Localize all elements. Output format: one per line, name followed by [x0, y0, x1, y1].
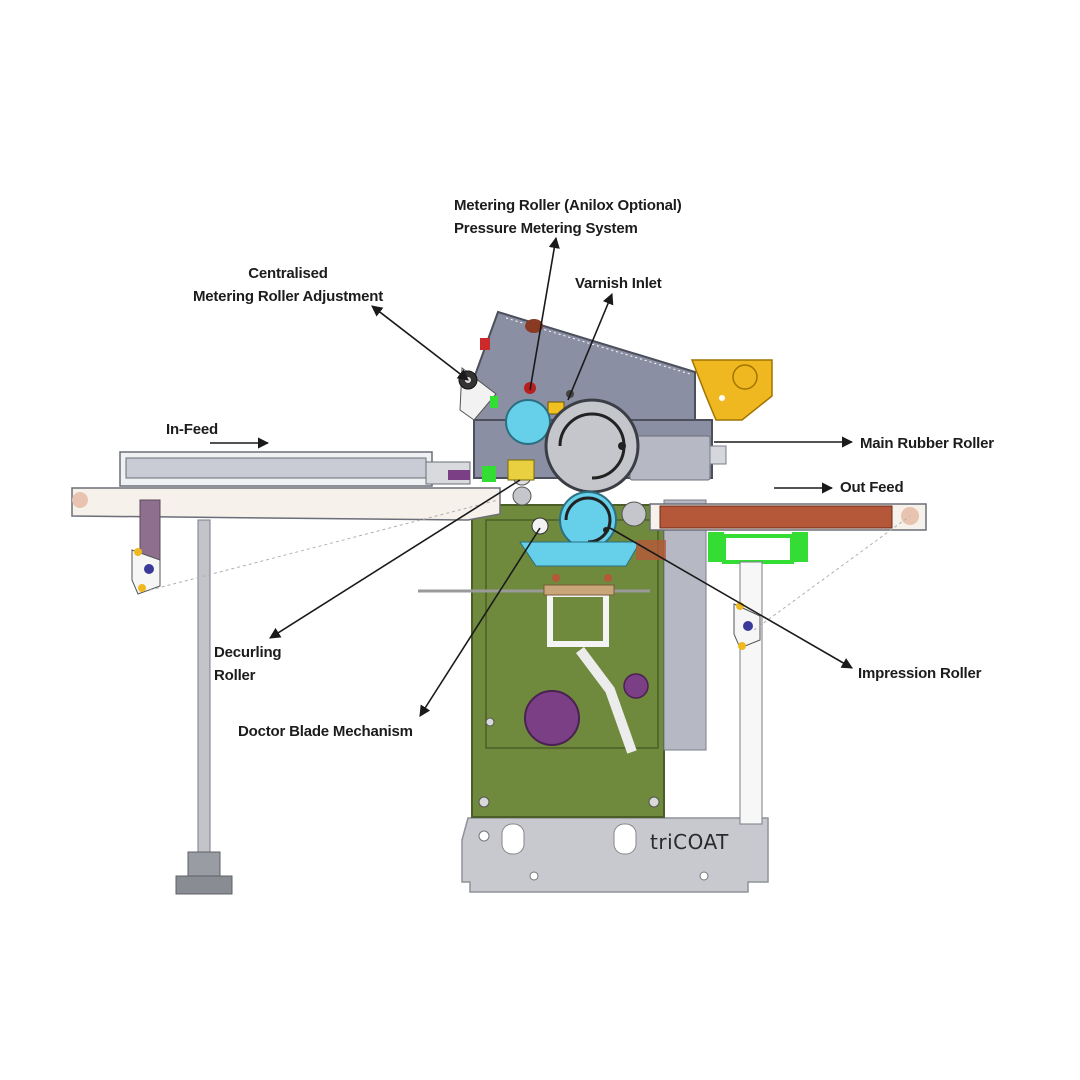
in-feed-text: In-Feed	[166, 421, 218, 438]
metering-roller-text: Metering Roller (Anilox Optional)	[454, 197, 682, 214]
label-main-rubber-roller: Main Rubber Roller	[860, 432, 994, 455]
out-feed-table	[649, 503, 927, 825]
impression-roller-text: Impression Roller	[858, 665, 982, 682]
centralised-line2: Metering Roller Adjustment	[192, 288, 384, 305]
arrow-centralised	[371, 305, 469, 381]
annotation-arrows	[210, 236, 854, 717]
label-centralised: Centralised Metering Roller Adjustment	[168, 262, 408, 308]
label-in-feed: In-Feed	[166, 418, 218, 441]
centralised-line1: Centralised	[248, 265, 328, 282]
doctor-blade-text: Doctor Blade Mechanism	[238, 723, 413, 740]
arrow-metering-roller	[529, 236, 560, 391]
rollers	[505, 382, 666, 567]
label-impression-roller: Impression Roller	[858, 662, 982, 685]
decurling-line2: Roller	[214, 667, 256, 684]
decurling-line1: Decurling	[214, 644, 282, 661]
label-metering-roller: Metering Roller (Anilox Optional) Pressu…	[454, 194, 682, 240]
main-rubber-roller-text: Main Rubber Roller	[860, 435, 994, 452]
in-feed-table	[71, 451, 501, 895]
label-varnish-inlet: Varnish Inlet	[575, 272, 662, 295]
label-decurling-roller: Decurling Roller	[214, 641, 282, 687]
arrow-varnish-inlet	[567, 292, 614, 401]
out-feed-text: Out Feed	[840, 479, 904, 496]
varnish-inlet-text: Varnish Inlet	[575, 275, 662, 292]
arrow-doctor-blade	[419, 527, 541, 717]
label-doctor-blade: Doctor Blade Mechanism	[238, 720, 413, 743]
pressure-metering-text: Pressure Metering System	[454, 220, 638, 237]
arrow-decurling	[269, 479, 521, 639]
brand-tricoat: triCOAT	[650, 830, 729, 854]
base-plate	[461, 817, 769, 893]
arrow-impression	[609, 527, 853, 669]
label-out-feed: Out Feed	[840, 476, 904, 499]
